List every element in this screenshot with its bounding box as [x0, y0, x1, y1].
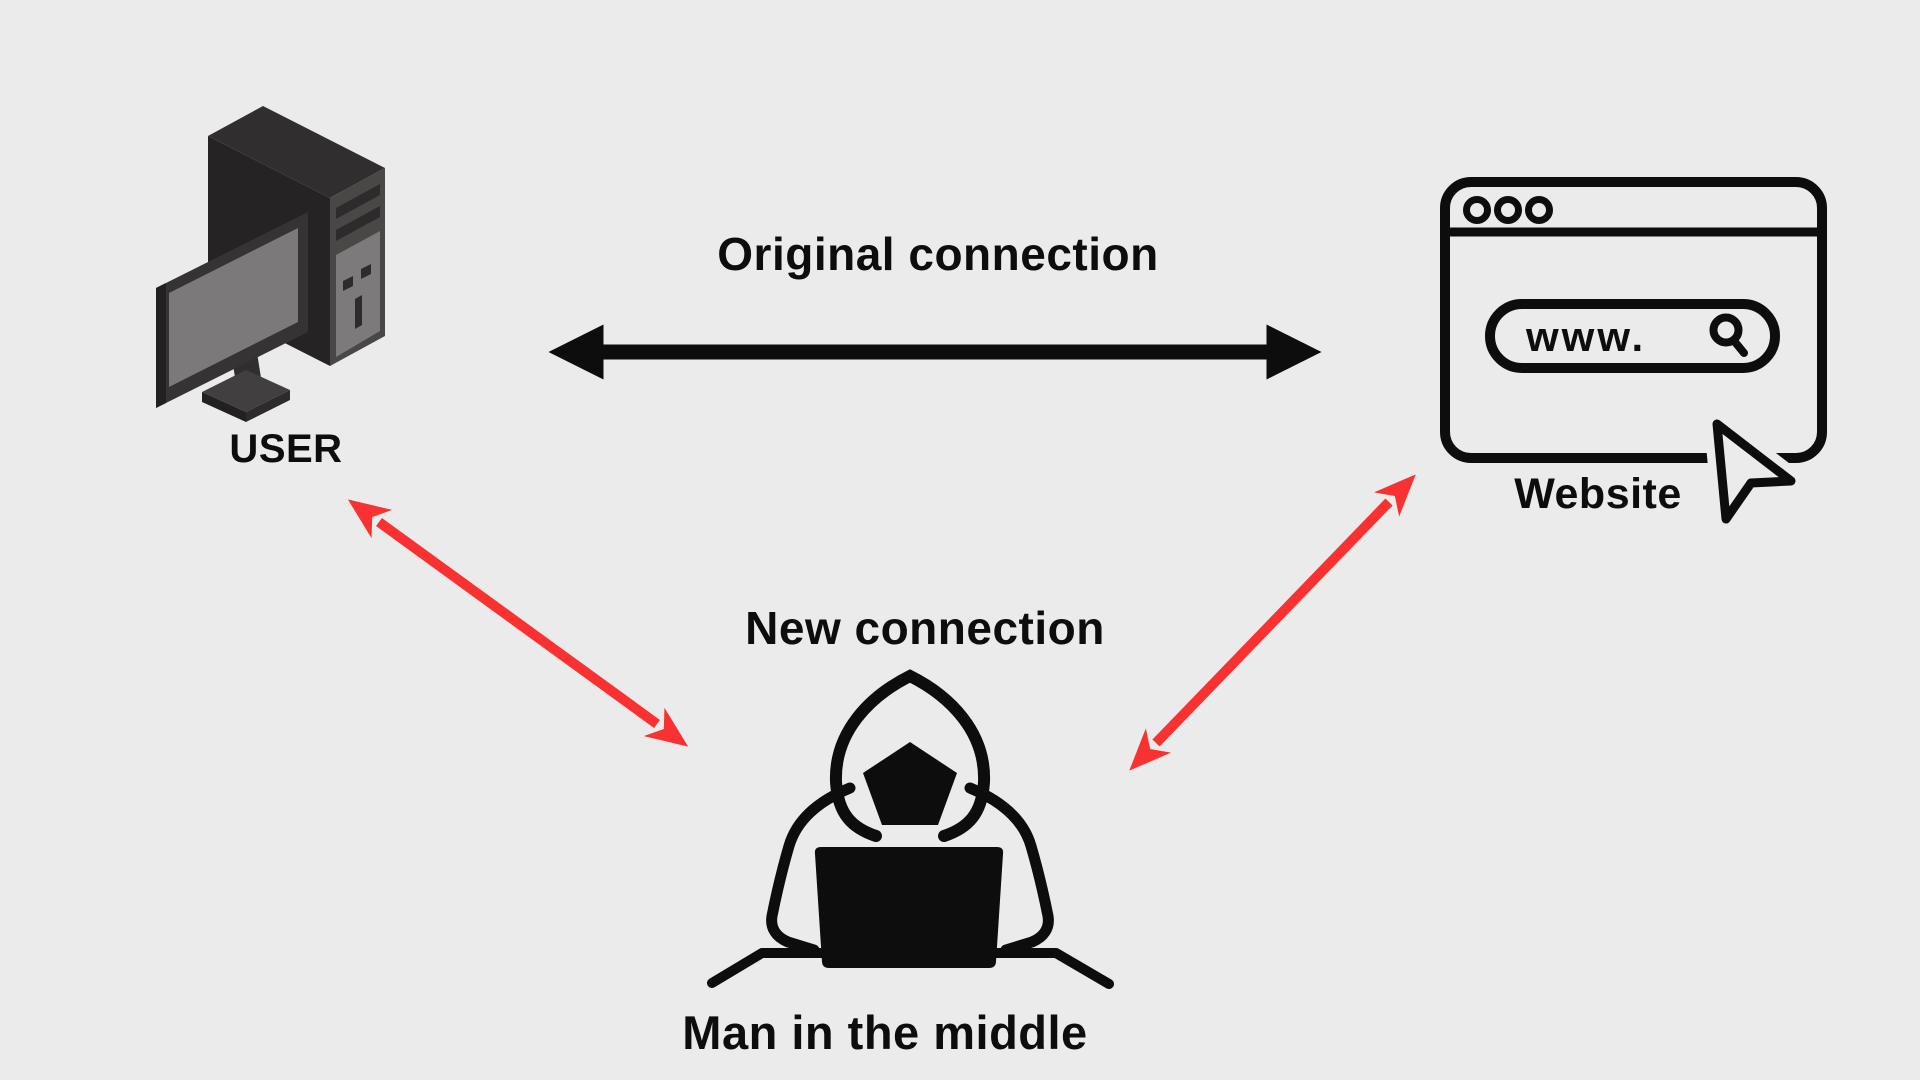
attacker-label: Man in the middle [682, 1006, 1088, 1059]
face [863, 742, 957, 825]
right-arm [964, 782, 1054, 956]
laptop [814, 847, 1004, 968]
new-connection-arrow-user-attacker [347, 499, 689, 747]
browser-frame [1440, 177, 1827, 463]
browser-window-icon: www. [1440, 177, 1827, 532]
address-bar-text: www. [1525, 313, 1646, 360]
new-connection-arrow-attacker-website [1129, 474, 1416, 771]
original-connection-label: Original connection [717, 228, 1159, 280]
user-label: USER [229, 427, 343, 471]
browser-dots-icon [1463, 196, 1553, 224]
hacker-laptop-icon [707, 669, 1114, 989]
hood [829, 669, 991, 842]
cursor-icon [1704, 411, 1804, 532]
left-arm [766, 782, 856, 956]
website-label: Website [1514, 470, 1682, 518]
desktop-computer-icon [156, 106, 385, 422]
search-icon [1709, 313, 1748, 357]
address-bar [1485, 299, 1780, 373]
new-connection-label: New connection [745, 602, 1105, 654]
computer-monitor [156, 212, 308, 422]
